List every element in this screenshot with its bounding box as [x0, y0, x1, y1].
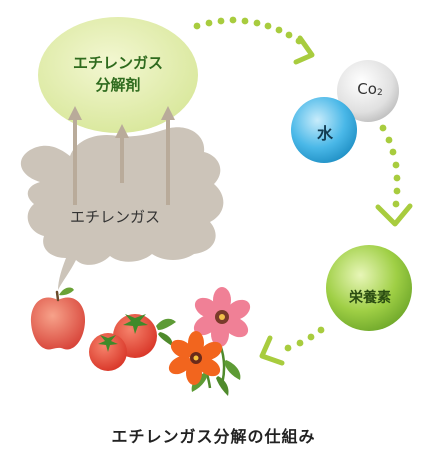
gas-label: エチレンガス [69, 208, 160, 226]
flower-icon [168, 287, 251, 396]
co2-label-sub: 2 [376, 88, 383, 98]
chevron-to-nutrients [375, 203, 413, 227]
gas-cloud [20, 127, 224, 291]
co2-label-main: Co [357, 80, 377, 98]
nutrient-label: 栄養素 [349, 290, 391, 306]
water-ball [291, 97, 357, 163]
co2-label: Co2 [340, 80, 400, 98]
gas-arrows [68, 106, 175, 205]
dotted-arrow-to-co2 [193, 16, 303, 45]
nutrient-ball [326, 245, 412, 331]
chevron-to-produce [259, 335, 285, 366]
dotted-arrow-to-nutrients [379, 124, 401, 208]
tomato-icon [89, 314, 176, 371]
water-label: 水 [316, 124, 333, 143]
decomposer-ellipse [38, 17, 198, 133]
decomposer-label-line2: 分解剤 [95, 76, 141, 94]
decomposer-label: エチレンガス 分解剤 [48, 52, 188, 96]
chevron-to-co2 [293, 35, 315, 65]
co2-ball [337, 60, 399, 122]
dotted-arrow-to-produce [284, 326, 325, 352]
decomposer-label-line1: エチレンガス [72, 54, 163, 72]
diagram-caption: エチレンガス分解の仕組み [111, 427, 316, 446]
apple-icon [30, 287, 86, 350]
